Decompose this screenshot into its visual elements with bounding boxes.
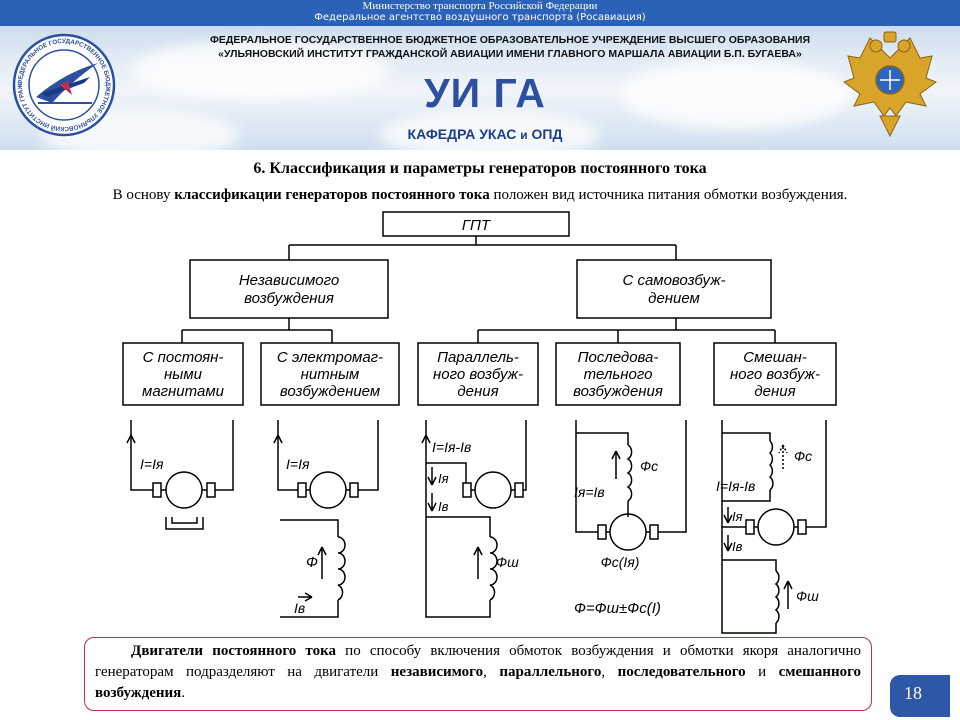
series-box: [555, 342, 681, 406]
c5-iv-label: Iв: [732, 539, 743, 554]
permanent-label-1: С постоян-: [143, 349, 224, 366]
circuit-parallel: [421, 420, 527, 618]
independent-excitation-box: [189, 259, 389, 319]
c4-current-label: Iя=Iв: [574, 484, 605, 500]
root-label: ГПТ: [462, 217, 492, 234]
mixed-label-1: Смешан-: [743, 349, 807, 366]
institute-logo: ФЕДЕРАЛЬНОЕ ГОСУДАРСТВЕННОЕ БЮДЖЕТНОЕ УЛ…: [12, 33, 116, 137]
circuit-series: [575, 420, 687, 551]
institution-line-1: ФЕДЕРАЛЬНОЕ ГОСУДАРСТВЕННОЕ БЮДЖЕТНОЕ ОБ…: [209, 34, 811, 46]
parallel-label-1: Параллель-: [437, 349, 519, 366]
c3-flux-label: Фш: [496, 554, 519, 570]
agency-text: Федеральное агентство воздушного транспо…: [314, 12, 646, 23]
independent-label-1: Независимого: [239, 272, 339, 289]
mixed-label-2: ного возбуж-: [730, 366, 820, 383]
slide-title: 6. Классификация и параметры генераторов…: [253, 160, 707, 177]
c1-current-label: I=Iя: [140, 456, 164, 472]
c2-flux-label: Ф: [306, 554, 318, 571]
russian-eagle-emblem-icon: [842, 31, 938, 138]
slide-header: Министерство транспорта Российской Федер…: [0, 0, 960, 150]
department-name: КАФЕДРА УКАС и ОПД: [407, 126, 563, 142]
mixed-box: [713, 342, 837, 406]
series-label-3: возбуждения: [573, 383, 663, 400]
permanent-magnet-box: [122, 342, 244, 406]
circuit-mixed: [721, 420, 827, 634]
series-label-2: тельного: [584, 366, 653, 383]
dc-generator-classification-diagram: ГПТ Независимого возбуждения С самовозбу…: [122, 211, 837, 634]
c5-current-label: I=Iя-Iв: [716, 478, 755, 494]
c3-iv-label: Iв: [438, 499, 449, 514]
c5-series-flux-label: Фс: [794, 448, 812, 464]
electromagnetic-label-2: нитным: [301, 366, 360, 383]
c3-ia-label: Iя: [438, 471, 449, 486]
permanent-label-2: ными: [164, 366, 203, 383]
electromagnetic-label-3: возбуждением: [280, 383, 380, 400]
parallel-box: [417, 342, 539, 406]
permanent-label-3: магнитами: [142, 383, 225, 400]
intro-text: В основу классификации генераторов посто…: [112, 187, 848, 203]
c5-ia-label: Iя: [732, 509, 743, 524]
self-label-2: дением: [648, 290, 700, 307]
c4-flux-label: Фс: [640, 458, 658, 474]
c2-current-label: I=Iя: [286, 456, 310, 472]
parallel-label-3: дения: [457, 383, 498, 400]
c3-current-label: I=Iя-Iв: [432, 439, 471, 455]
electromagnetic-box: [260, 342, 400, 406]
series-label-1: Последова-: [578, 349, 659, 366]
c5-shunt-flux-label: Фш: [796, 588, 819, 604]
self-label-1: С самовозбуж-: [622, 272, 725, 289]
c4-flux-function-label: Фс(Iя): [601, 554, 640, 570]
circuit-electromagnetic: [273, 420, 379, 618]
independent-label-2: возбуждения: [244, 290, 334, 307]
electromagnetic-label-1: С электромаг-: [277, 349, 383, 366]
page-number-badge: 18: [890, 675, 950, 717]
mixed-label-3: дения: [754, 383, 795, 400]
self-excitation-box: [576, 259, 772, 319]
ministry-text: Министерство транспорта Российской Федер…: [362, 0, 598, 12]
motors-note: Двигатели постоянного тока по способу вк…: [84, 637, 872, 711]
flux-sum-label: Ф=Фш±Фс(I): [574, 600, 661, 617]
ministry-bar: [0, 0, 960, 26]
c2-field-current-label: Iв: [294, 600, 305, 616]
institute-short-name: УИ ГА: [424, 70, 546, 116]
institution-line-2: «УЛЬЯНОВСКИЙ ИНСТИТУТ ГРАЖДАНСКОЙ АВИАЦИ…: [218, 48, 802, 60]
page-number: 18: [904, 683, 922, 703]
circuit-permanent-magnet: [126, 420, 234, 530]
parallel-label-2: ного возбуж-: [433, 366, 523, 383]
